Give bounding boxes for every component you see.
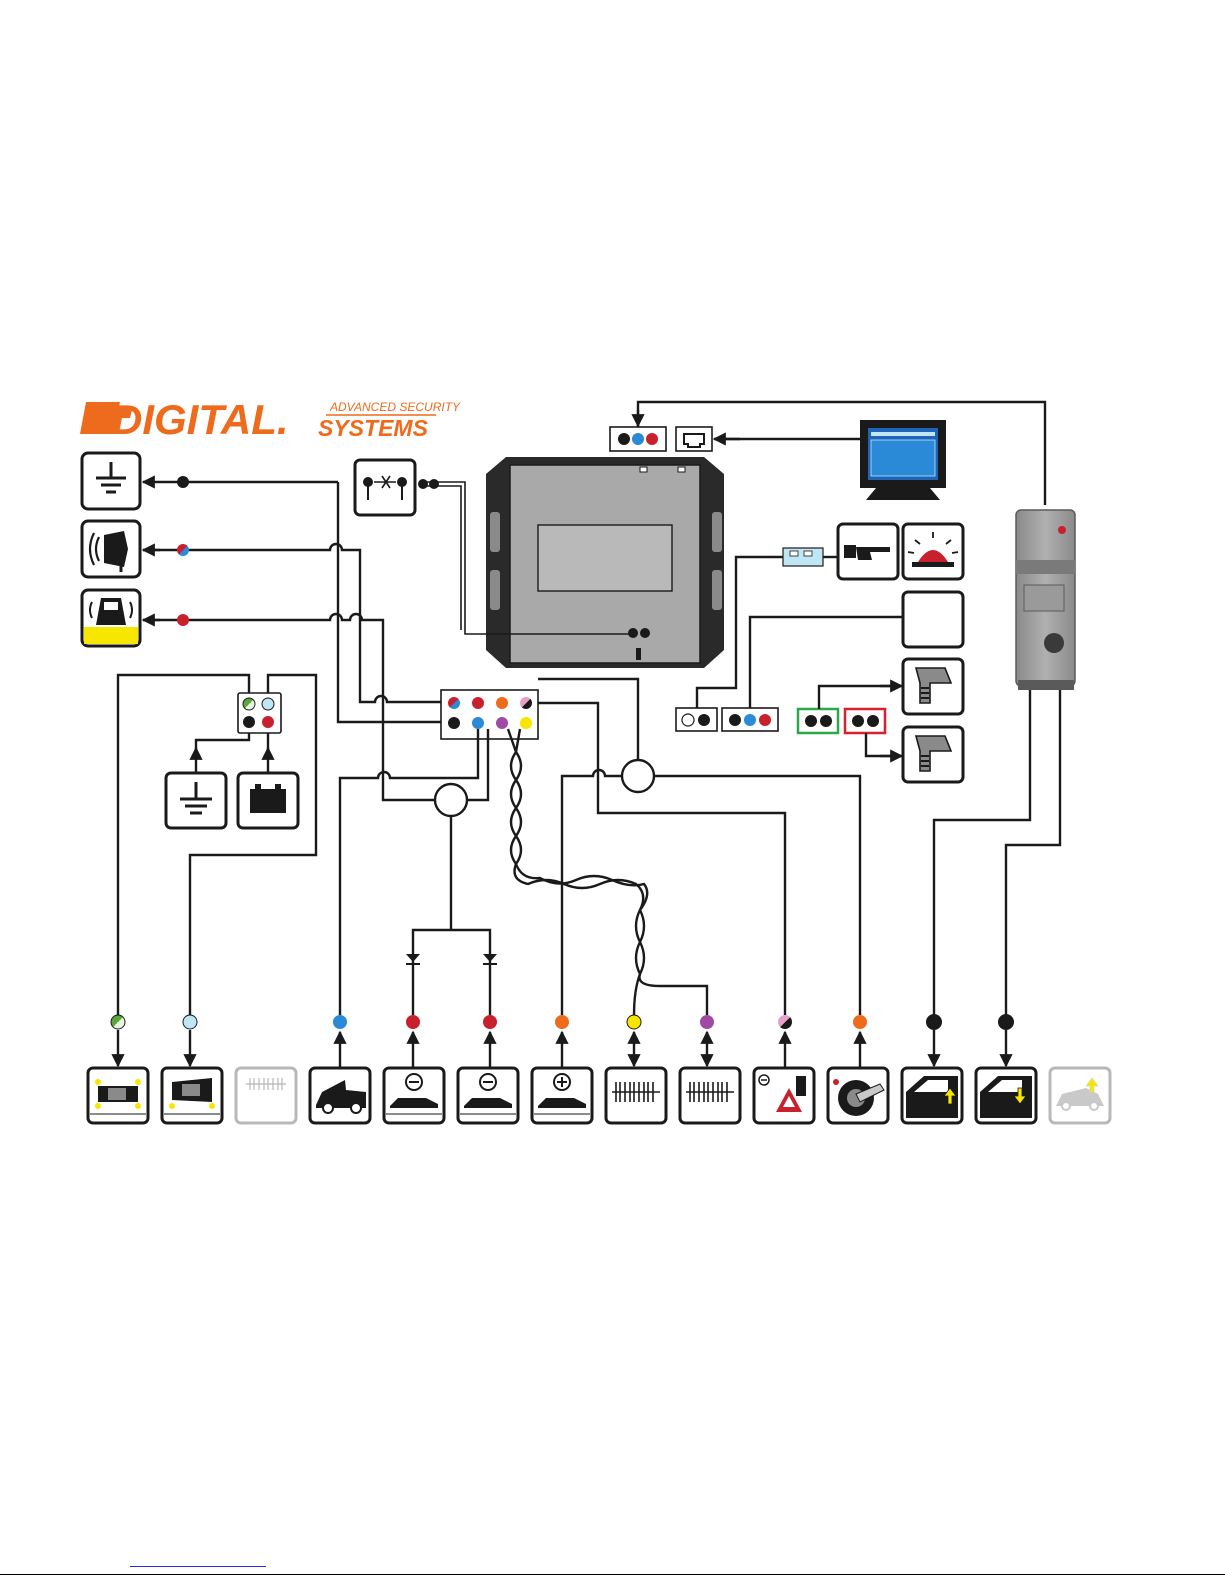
supply-ground-device (166, 773, 226, 828)
pin-light-blue (262, 698, 274, 710)
hood-open-device (310, 1068, 370, 1123)
computer-monitor-icon (860, 420, 946, 500)
led-connector (610, 427, 666, 451)
wire-end-turn-right (183, 1015, 197, 1066)
turn-signal-left-device (88, 1068, 148, 1123)
can-bus-low-device (680, 1068, 740, 1123)
hazard-input-device (754, 1068, 814, 1123)
battery-device (238, 773, 298, 828)
pin-orange (496, 697, 508, 709)
window-module-knob (1044, 633, 1064, 653)
brand-name: DIGITAL. (112, 396, 289, 443)
hood-pin-switch-2 (903, 727, 963, 782)
red-connector (845, 709, 885, 733)
wire-end-ignition (853, 1015, 867, 1068)
door-positive-device (532, 1068, 592, 1123)
jumper-box (355, 460, 415, 515)
pin-black (448, 717, 460, 729)
hood-pin-switch-1 (903, 659, 963, 714)
wire-end-hood (333, 1015, 347, 1068)
control-unit-label-area (538, 525, 672, 591)
ignition-device (828, 1068, 888, 1123)
wire-end-turn-left (111, 1015, 125, 1066)
main-control-unit (486, 457, 724, 668)
pin-violet (496, 717, 508, 729)
pin-yellow (520, 717, 532, 729)
siren-device (82, 521, 140, 577)
wire-end-can-low (700, 1015, 714, 1066)
window-module (1016, 510, 1075, 690)
bottom-devices (88, 1068, 1110, 1123)
computer-device (860, 420, 946, 500)
door-negative-device (384, 1068, 444, 1123)
window-module-led (1058, 526, 1066, 534)
window-module-label (1024, 585, 1064, 611)
door-negative-device (458, 1068, 518, 1123)
wire-end-door-pos (555, 1015, 569, 1068)
pin-dark-red (472, 697, 484, 709)
pin-red-blue (448, 697, 460, 709)
warning-light-device (903, 524, 963, 579)
bottom-wire-ends (111, 1014, 1014, 1068)
wire-end-door-neg-2 (483, 1015, 497, 1068)
two-pin-connector (676, 708, 717, 731)
blank-module (903, 592, 963, 647)
window-down-device (976, 1068, 1036, 1123)
wire-end-hazard (778, 1015, 792, 1068)
power-connector-body (238, 693, 281, 733)
button-connector-body (783, 548, 823, 566)
wire-end-door-neg-1 (406, 1015, 420, 1068)
wire-end-window-up (926, 1014, 942, 1066)
wire-end-can-high (627, 1015, 641, 1066)
main-harness-connector (441, 690, 538, 739)
brand-subline: SYSTEMS (318, 415, 429, 441)
three-pin-connector (722, 708, 778, 731)
brand-tagline: ADVANCED SECURITY (329, 400, 461, 414)
ground-box (82, 453, 140, 509)
jumper-port-pin (628, 628, 638, 638)
pin-black-ground (243, 716, 255, 728)
ground-device (82, 453, 140, 509)
window-up-device (902, 1068, 962, 1123)
pin-blue (472, 717, 484, 729)
pin-red-power (262, 716, 274, 728)
jumper-device (355, 460, 415, 515)
button-connector (783, 548, 823, 566)
pin-pink-black (520, 697, 532, 709)
footer-rule (0, 1574, 1225, 1575)
green-connector (798, 709, 838, 733)
can-bus-high-device (606, 1068, 666, 1123)
footer-link-underline[interactable] (130, 1566, 266, 1567)
usb-port (676, 427, 712, 451)
pin-green-white (243, 698, 255, 710)
jumper-port-pin (640, 628, 650, 638)
power-connector (238, 693, 281, 733)
trunk-disabled-device (1050, 1068, 1110, 1123)
brand-logo: DIGITAL. ADVANCED SECURITY SYSTEMS (80, 396, 461, 443)
push-button-device (838, 524, 898, 579)
wire-end-window-down (998, 1014, 1014, 1066)
can-bus-disabled-device (236, 1068, 296, 1123)
blank-module-icon (903, 592, 963, 647)
shock-sensor-strip (84, 627, 138, 644)
shock-sensor-device (82, 590, 140, 646)
turn-signal-right-device (162, 1068, 222, 1123)
